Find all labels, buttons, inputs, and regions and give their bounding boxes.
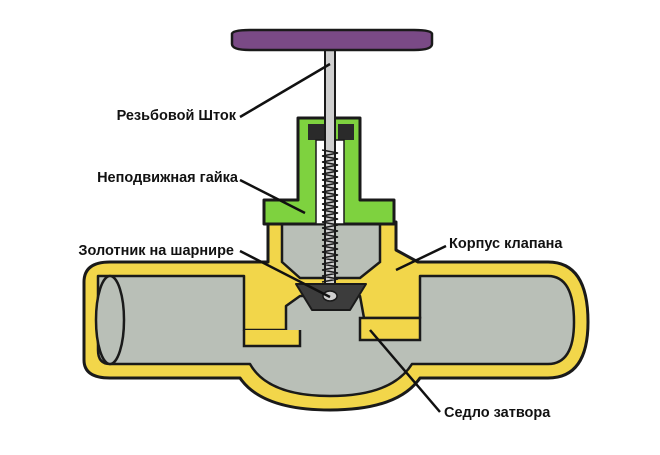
handwheel <box>230 28 434 52</box>
label-threaded-stem: Резьбовой Шток <box>116 108 236 124</box>
packing-gland-left <box>308 124 324 140</box>
leader-seat <box>369 329 441 413</box>
leader-lines <box>239 62 447 413</box>
leader-disc <box>239 249 331 299</box>
label-fixed-nut: Неподвижная гайка <box>97 170 238 186</box>
label-valve-body: Корпус клапана <box>449 236 563 252</box>
seat-ledge <box>242 330 302 348</box>
handwheel-disc <box>230 28 434 52</box>
flow-passage <box>96 274 576 398</box>
valve-body <box>82 220 590 412</box>
stem-threads <box>321 149 339 283</box>
label-hinged-disc: Золотник на шарнире <box>78 243 234 259</box>
leader-body <box>395 244 447 272</box>
seat-wall <box>358 316 422 342</box>
leader-stem <box>239 62 331 119</box>
packing-gland-right <box>338 124 354 140</box>
threaded-stem <box>321 43 339 293</box>
label-valve-seat: Седло затвора <box>444 405 551 421</box>
inlet-opening <box>94 274 126 366</box>
leader-nut <box>239 178 306 215</box>
